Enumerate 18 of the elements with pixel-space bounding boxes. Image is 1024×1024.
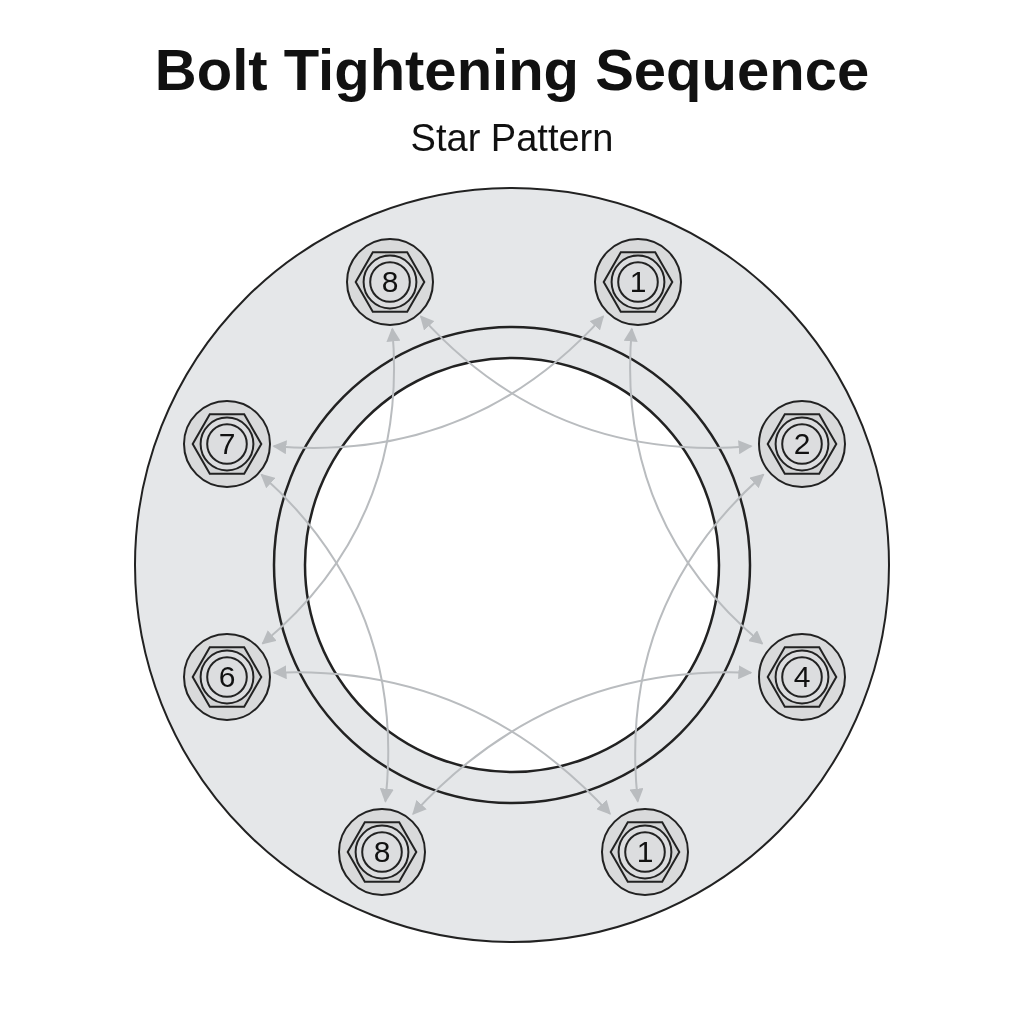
subtitle: Star Pattern: [409, 117, 615, 160]
arrow: [272, 315, 605, 454]
arrow: [261, 327, 400, 645]
bolt-number: 2: [793, 429, 811, 459]
bolt-number: 1: [629, 267, 647, 297]
bolt-number: 7: [218, 429, 236, 459]
title: Bolt Tightening Sequence: [153, 36, 871, 103]
bolt-number: 4: [793, 662, 811, 692]
arrow: [624, 327, 764, 645]
bolt-number: 6: [218, 662, 236, 692]
arrow: [272, 665, 611, 815]
arrow: [629, 473, 765, 803]
bolt-number: 8: [373, 837, 391, 867]
bolt-number: 8: [381, 267, 399, 297]
arrow: [412, 665, 753, 815]
bolt-number: 1: [636, 837, 654, 867]
arrow: [260, 473, 394, 803]
arrow: [419, 315, 753, 454]
